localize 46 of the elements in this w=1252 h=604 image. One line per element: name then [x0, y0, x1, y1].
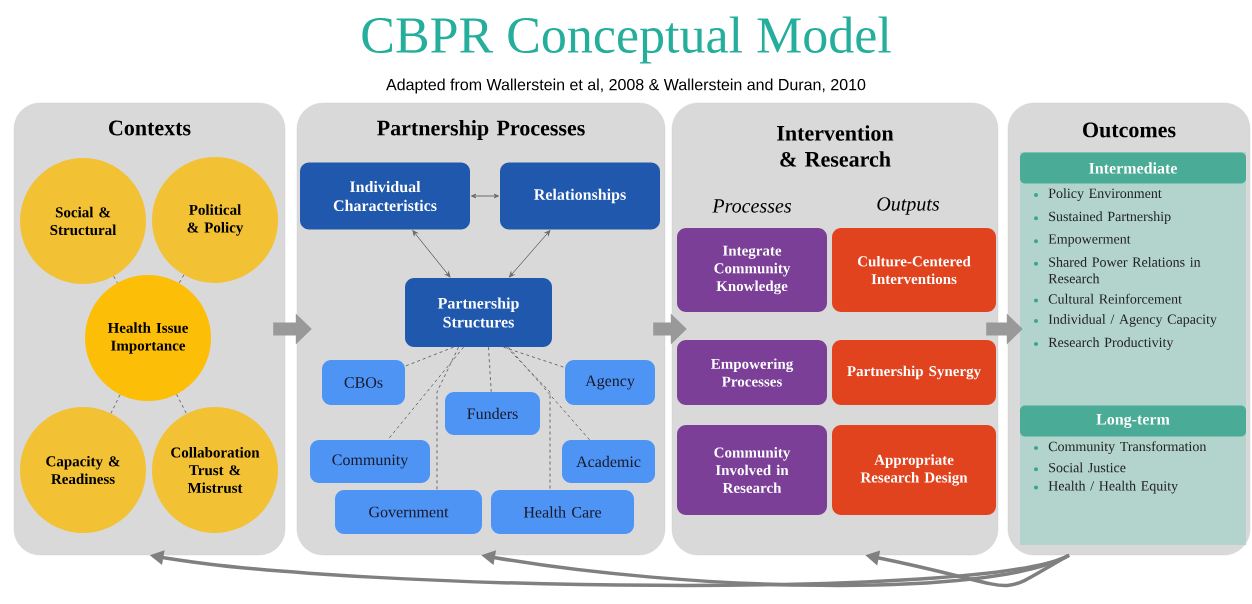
section-header: Intermediate	[1020, 152, 1246, 184]
process-box: Individual Characteristics	[300, 162, 470, 230]
list-item: Research Productivity	[1034, 337, 1174, 350]
connector-line	[113, 275, 118, 284]
subtitle: Adapted from Wallerstein et al, 2008 & Wallerstein and Duran, 2010	[386, 78, 866, 94]
process-box: Academic	[562, 440, 655, 483]
list-item: Empowerment	[1034, 234, 1131, 247]
double-arrow	[509, 230, 551, 278]
process-box: Government	[335, 490, 482, 534]
list-item: Policy Environment	[1034, 188, 1162, 201]
process-box: CBOs	[322, 360, 405, 405]
connector-line	[387, 346, 464, 441]
process-box: Integrate Community Knowledge	[677, 228, 827, 312]
connector-line	[436, 346, 459, 491]
title: CBPR Conceptual Model	[362, 16, 891, 64]
process-box: Funders	[445, 392, 540, 435]
connector-line	[176, 393, 187, 415]
connector-line	[506, 346, 551, 491]
list-item: Cultural Reinforcement	[1034, 293, 1182, 304]
double-arrow	[412, 230, 451, 278]
connector-line	[503, 346, 566, 368]
list-item: Shared Power Relations in Research	[1034, 256, 1201, 284]
process-box: Empowering Processes	[677, 340, 827, 405]
process-box: Health Care	[491, 490, 634, 534]
process-box: Community Involved in Research	[677, 425, 827, 515]
process-box: Partnership Structures	[405, 278, 552, 347]
connector-line	[404, 346, 454, 367]
section-header: Long-term	[1020, 405, 1246, 437]
list-item: Individual / Agency Capacity	[1034, 314, 1217, 327]
connector-line	[110, 394, 121, 414]
process-box: Partnership Synergy	[832, 340, 996, 405]
outcome-list	[1020, 405, 1246, 545]
list-item: Social Justice	[1034, 462, 1126, 473]
connector-line	[488, 346, 492, 393]
process-box: Appropriate Research Design	[832, 425, 996, 515]
outcome-list	[1020, 152, 1246, 405]
process-box: Community	[310, 440, 430, 483]
process-box: Agency	[565, 360, 655, 405]
list-item: Health / Health Equity	[1034, 480, 1178, 494]
list-item: Sustained Partnership	[1034, 211, 1171, 224]
double-arrow	[471, 193, 500, 199]
process-box: Relationships	[500, 162, 660, 230]
connector-line	[178, 274, 185, 284]
connector-line	[508, 346, 591, 441]
process-box: Culture-Centered Interventions	[832, 228, 996, 312]
list-item: Community Transformation	[1034, 441, 1207, 455]
